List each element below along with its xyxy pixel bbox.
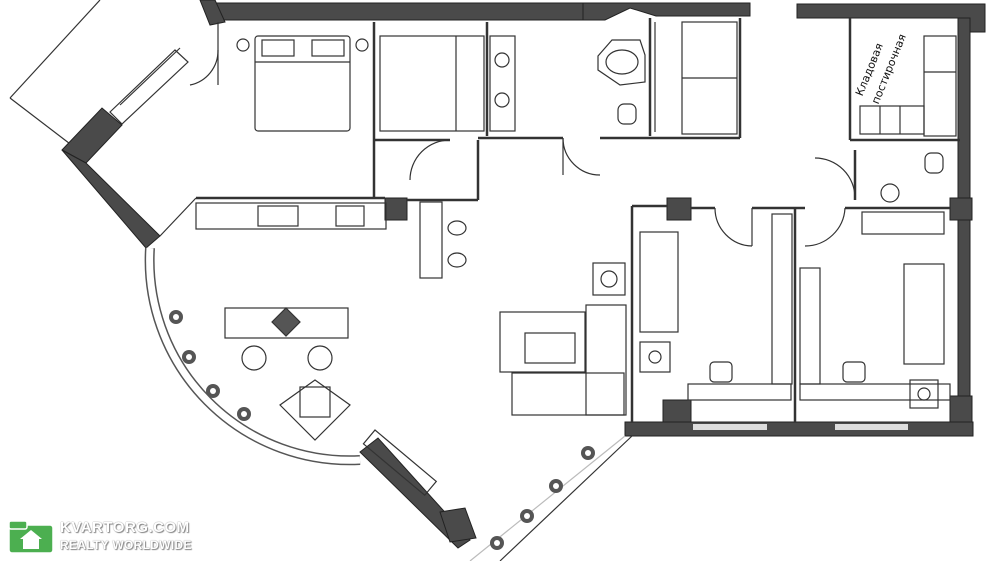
watermark-brand: KVARTORG.COM bbox=[60, 519, 190, 536]
balcony-outline-2 bbox=[9, 97, 79, 151]
interior-lines bbox=[109, 18, 960, 561]
house-folder-icon bbox=[8, 520, 54, 554]
watermark: KVARTORG.COM REALTY WORLDWIDE bbox=[8, 519, 191, 555]
balcony-outline bbox=[9, 0, 101, 99]
watermark-tagline: REALTY WORLDWIDE bbox=[60, 538, 192, 552]
plants-inner bbox=[173, 314, 591, 546]
plants bbox=[169, 310, 595, 550]
exterior-walls bbox=[61, 0, 986, 549]
